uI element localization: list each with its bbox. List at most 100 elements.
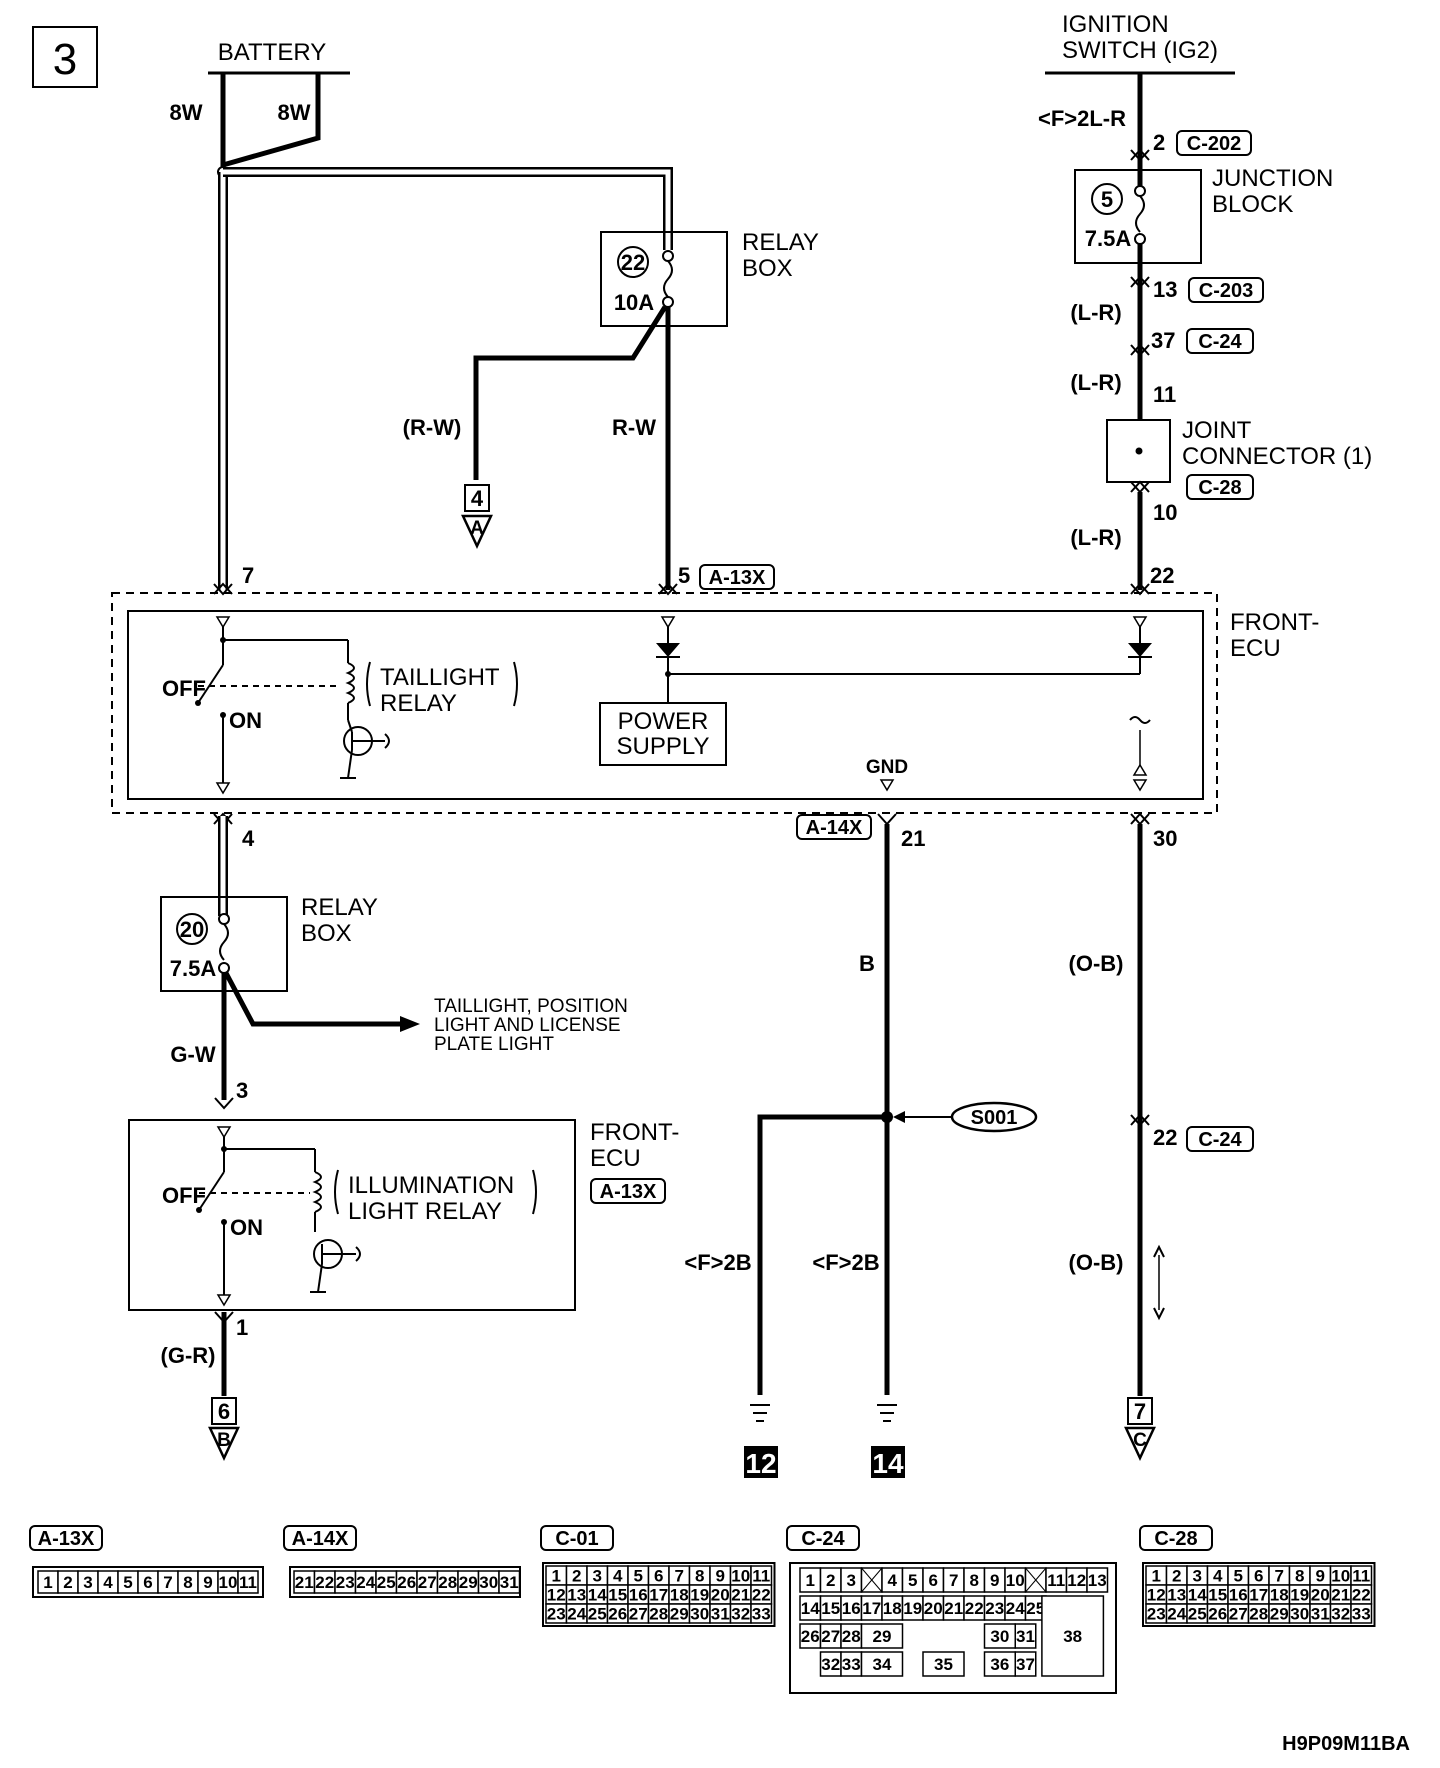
wire-label-o-b-2: (O-B) <box>1069 1250 1124 1275</box>
c28-pin-label: 8 <box>1295 1567 1304 1586</box>
c24-pin <box>860 1651 904 1677</box>
splice-s001: S001 <box>950 1101 1038 1133</box>
c24-bottom-pin: 22 <box>1153 1125 1177 1150</box>
c28-pin-label: 22 <box>1352 1586 1371 1605</box>
c24-pin-label: 2 <box>826 1571 835 1590</box>
wire-label-f2b-right: <F>2B <box>812 1250 879 1275</box>
a13x-pin-label: 10 <box>219 1573 238 1592</box>
svg-text:A: A <box>470 518 484 539</box>
c28-pin-label: 31 <box>1311 1605 1330 1624</box>
c24-pin-label: 17 <box>862 1599 881 1618</box>
a14x-pin <box>498 1570 521 1594</box>
c24-pin-label: 16 <box>842 1599 861 1618</box>
joint-pin-in: 11 <box>1153 382 1176 407</box>
c24-pin-label: 21 <box>944 1599 963 1618</box>
a14x-pin-label: 22 <box>315 1573 334 1592</box>
front-ecu-bottom-line1: FRONT- <box>590 1119 679 1146</box>
svg-text:7.5A: 7.5A <box>1085 226 1132 251</box>
ecu-signal-symbol <box>1129 716 1151 792</box>
front-ecu-top-line2: ECU <box>1230 635 1281 662</box>
c28-pin-label: 6 <box>1254 1567 1263 1586</box>
c24-pin-label: 37 <box>1016 1655 1035 1674</box>
c28-pin-label: 12 <box>1147 1586 1166 1605</box>
a13x-pin-label: 9 <box>203 1573 212 1592</box>
document-code: H9P09M11BA <box>1282 1733 1410 1755</box>
a14x-pin-label: 25 <box>377 1573 396 1592</box>
svg-text:A-13X: A-13X <box>709 567 766 589</box>
c24-pin-label: 15 <box>821 1599 840 1618</box>
battery-wire-left: 8W <box>170 100 203 125</box>
c01-pin-label: 6 <box>654 1567 663 1586</box>
c28-pin-label: 14 <box>1188 1586 1207 1605</box>
c24-pin-label: 7 <box>949 1571 958 1590</box>
joint-connector-line2: CONNECTOR (1) <box>1182 443 1372 470</box>
power-supply-line1: POWER <box>618 708 709 735</box>
svg-text:5: 5 <box>1101 187 1113 212</box>
c01-pin-label: 30 <box>690 1605 709 1624</box>
c28-pin-label: 1 <box>1152 1567 1161 1586</box>
illumination-relay-line2: LIGHT RELAY <box>348 1198 502 1225</box>
c24-pin <box>922 1651 965 1677</box>
a13x-pin-label: 11 <box>239 1573 257 1592</box>
battery-wire-right: 8W <box>278 100 311 125</box>
c01-pin-label: 5 <box>634 1567 643 1586</box>
c28-pin-label: 17 <box>1249 1586 1268 1605</box>
c24-pin-label: 31 <box>1016 1627 1035 1646</box>
svg-text:C-24: C-24 <box>801 1528 845 1550</box>
a13x-pin-label: 7 <box>163 1573 172 1592</box>
taillight-note: TAILLIGHT, POSITION LIGHT AND LICENSE PL… <box>434 996 628 1055</box>
battery: BATTERY 8W 8W <box>170 39 350 125</box>
a14x-pin-label: 26 <box>397 1573 416 1592</box>
illumination-relay-line1: ILLUMINATION <box>348 1172 514 1199</box>
c24-pin <box>1014 1623 1037 1649</box>
c28-pin-label: 24 <box>1167 1605 1186 1624</box>
a14x-pin-label: 31 <box>500 1573 519 1592</box>
c01-pin-label: 18 <box>670 1586 689 1605</box>
c01-pin-label: 33 <box>752 1605 771 1624</box>
wire-battery-to-relay-box-22 <box>223 167 673 250</box>
ecu-gnd-label: GND <box>866 757 908 778</box>
relay-box-top-line1: RELAY <box>742 229 819 256</box>
a13x-pin <box>237 1570 259 1594</box>
c01-pin-label: 23 <box>547 1605 566 1624</box>
front-ecu-bottom: FRONT- ECU A-13X OFF ON ILLUMINATION LIG… <box>128 1119 679 1311</box>
c28-pin-label: 4 <box>1213 1567 1223 1586</box>
illumination-on: ON <box>230 1215 263 1240</box>
a14x-pin-label: 27 <box>418 1573 437 1592</box>
c24-pin-label: 36 <box>990 1655 1009 1674</box>
c01-pin-label: 26 <box>608 1605 627 1624</box>
c01-pin-label: 19 <box>690 1586 709 1605</box>
c01-pin-label: 20 <box>711 1586 730 1605</box>
c01-pin <box>750 1603 773 1624</box>
ignition-switch: IGNITION SWITCH (IG2) <box>1045 11 1235 75</box>
c01-pin-label: 17 <box>649 1586 668 1605</box>
front-ecu-top: FRONT- ECU <box>111 592 1319 814</box>
c28-pin-label: 2 <box>1172 1567 1181 1586</box>
c24-pin-label: 13 <box>1088 1571 1107 1590</box>
c01-pin-label: 4 <box>613 1567 623 1586</box>
c24-pin-label: 32 <box>821 1655 840 1674</box>
c24-pin-label: 30 <box>990 1627 1009 1646</box>
c28-pin-label: 32 <box>1331 1605 1350 1624</box>
c24-pin-label: 11 <box>1047 1571 1065 1590</box>
c01-pin-label: 14 <box>588 1586 607 1605</box>
c28-pin-label: 26 <box>1208 1605 1227 1624</box>
wire-label-g-w: G-W <box>170 1042 215 1067</box>
c28-pin-label: 21 <box>1331 1586 1350 1605</box>
sheet-number: 3 <box>32 26 98 88</box>
c01-pin-label: 7 <box>675 1567 684 1586</box>
c24-pin-label: 38 <box>1063 1627 1082 1646</box>
joint-connector: JOINT CONNECTOR (1) <box>1106 417 1372 483</box>
a13x-pin-label: 5 <box>123 1573 132 1592</box>
svg-text:C: C <box>1133 1430 1147 1451</box>
relay-box-top-line2: BOX <box>742 255 793 282</box>
c24-pin-label: 23 <box>985 1599 1004 1618</box>
a14x-pin-label: 29 <box>459 1573 478 1592</box>
relay-box-top-rating: 10A <box>614 290 654 315</box>
ground-14: 14 <box>871 1404 905 1479</box>
ecu-pin-5: 5 <box>678 563 690 588</box>
c24-pin-label: 29 <box>873 1627 892 1646</box>
